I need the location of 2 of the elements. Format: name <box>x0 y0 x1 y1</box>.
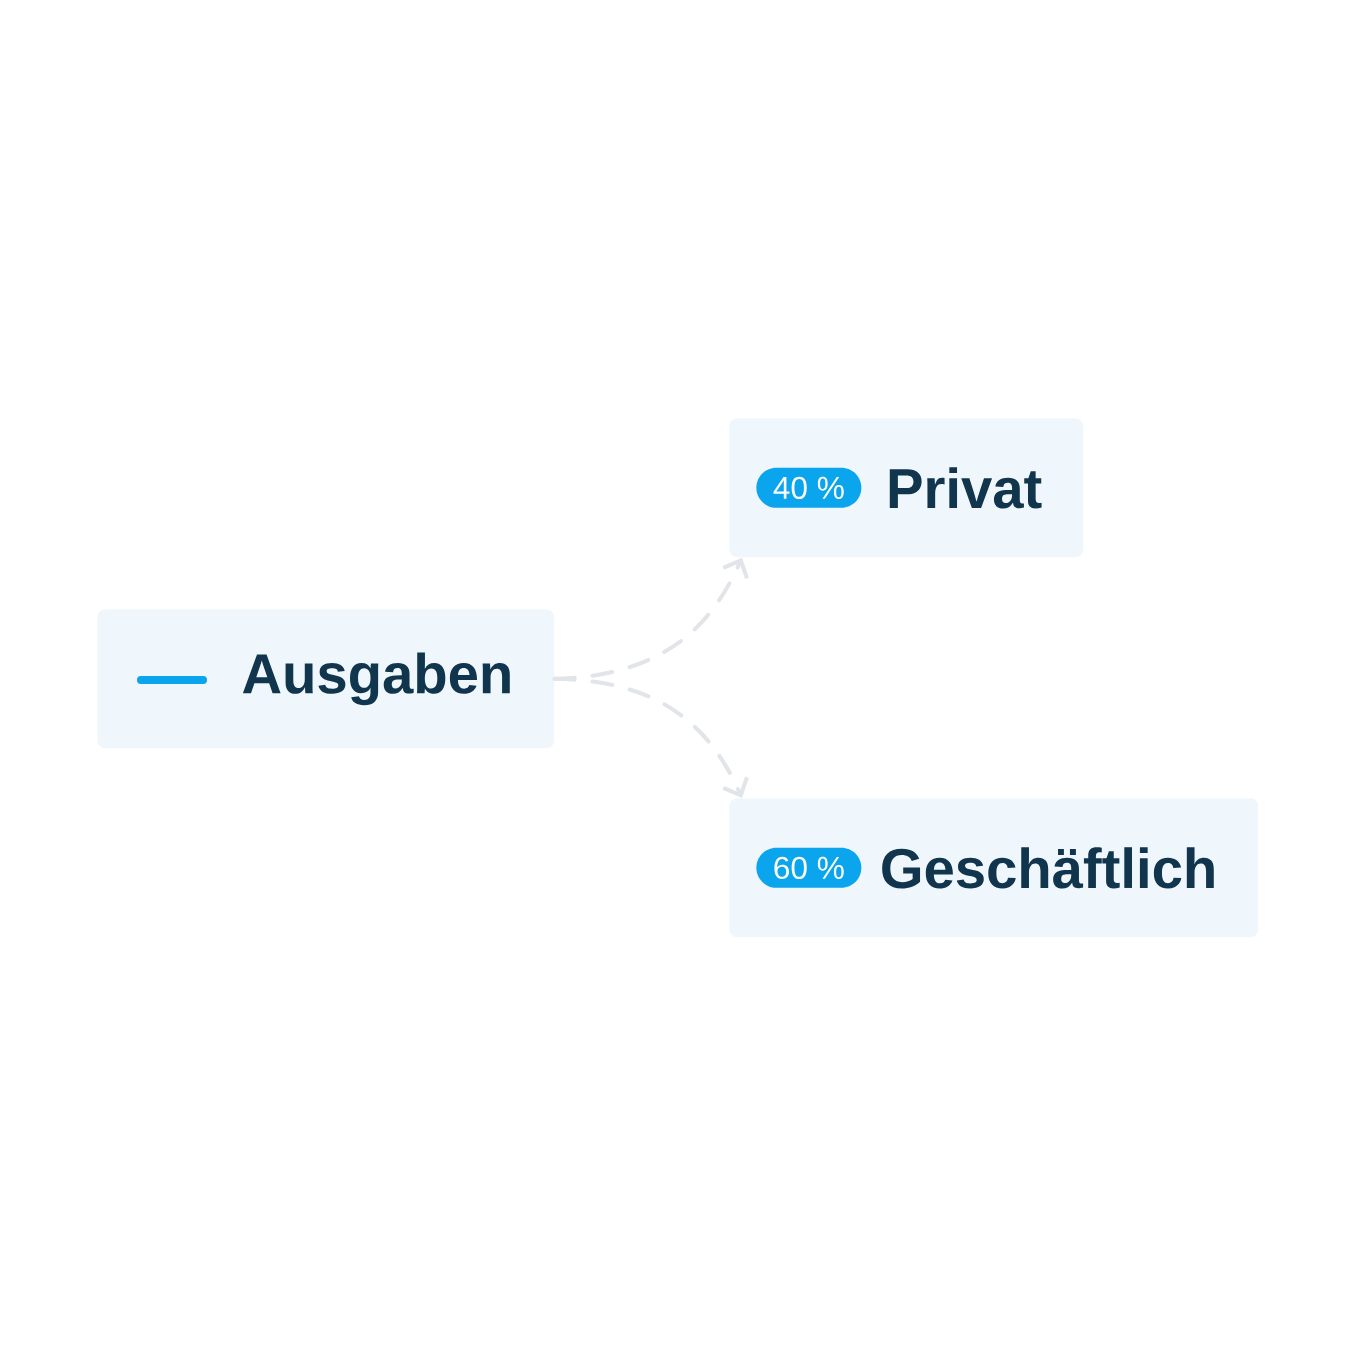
label-box: Ausgaben <box>97 609 555 749</box>
arrow <box>552 676 749 798</box>
